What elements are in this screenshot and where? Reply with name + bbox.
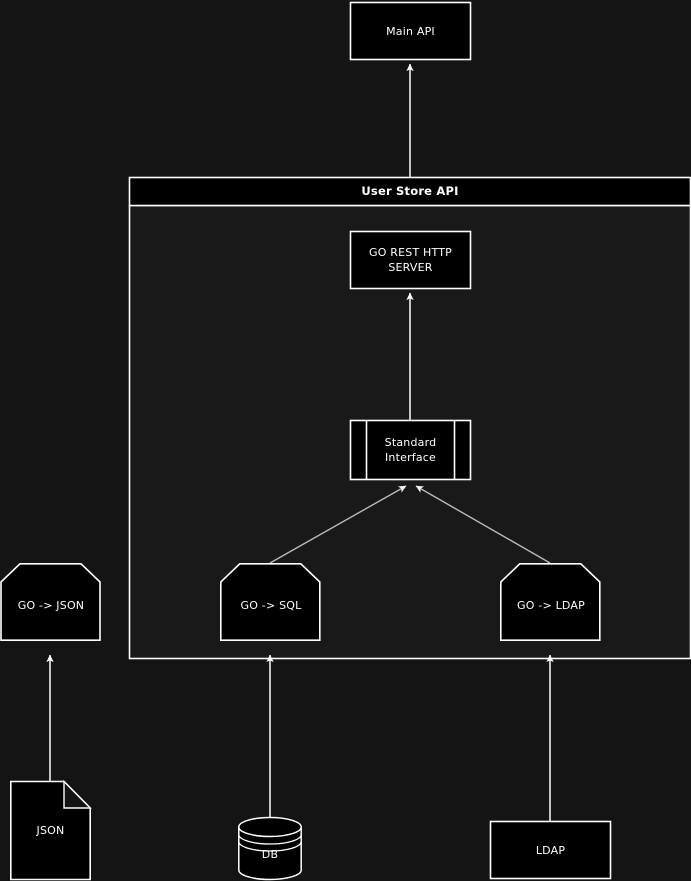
node-go-rest-http-server[interactable] [349,230,472,290]
node-json-file[interactable] [10,779,92,881]
node-db[interactable] [238,816,302,881]
node-ldap[interactable] [489,820,612,880]
user-store-api-titlebar [128,176,691,207]
edge-goldap-to-interface [415,485,551,564]
node-main-api[interactable] [349,1,472,61]
cylinder-top-ring-2 [238,834,302,845]
cylinder-top-ring-3 [238,841,302,852]
cylinder-top-ring-1 [238,816,302,838]
edge-gosql-to-interface [269,485,407,564]
node-standard-interface[interactable] [349,419,472,481]
document-fold-corner [63,779,92,809]
node-go-json[interactable] [0,563,101,641]
node-go-sql[interactable] [220,563,321,641]
node-go-ldap[interactable] [500,563,601,641]
